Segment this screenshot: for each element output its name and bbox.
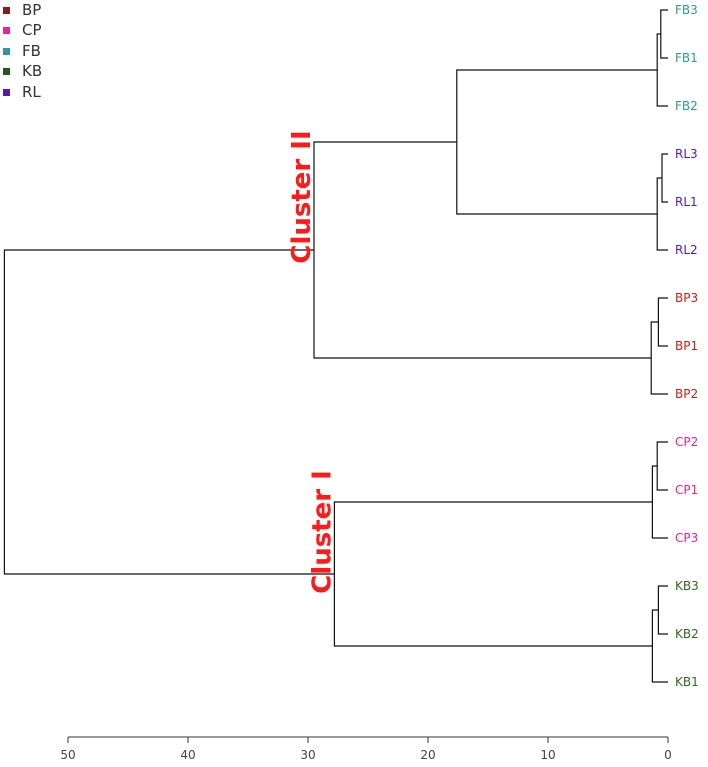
- x-tick-label: 40: [180, 748, 195, 762]
- leaf-label-fb2: FB2: [675, 99, 698, 113]
- legend-item-kb: KB: [3, 62, 42, 83]
- dendrogram-branch: [656, 441, 668, 491]
- legend-swatch-fb: [3, 47, 10, 55]
- dendrogram-branch: [657, 297, 668, 347]
- leaf-label-fb1: FB1: [675, 51, 698, 65]
- dendrogram-branch: [661, 153, 668, 203]
- leaf-label-kb2: KB2: [675, 627, 699, 641]
- legend-swatch-kb: [3, 68, 10, 76]
- dendrogram-branch: [456, 69, 658, 215]
- dendrogram-branch: [333, 501, 653, 647]
- cluster-label-i: Cluster I: [307, 470, 337, 594]
- legend-swatch-rl: [3, 88, 10, 96]
- x-tick-label: 30: [300, 748, 315, 762]
- legend-swatch-bp: [3, 6, 10, 14]
- leaf-labels: FB3FB1FB2RL3RL1RL2BP3BP1BP2CP2CP1CP3KB3K…: [675, 3, 699, 689]
- legend-label-cp: CP: [22, 21, 42, 40]
- dendrogram-branch: [650, 321, 668, 395]
- leaf-label-cp3: CP3: [675, 531, 698, 545]
- leaf-label-kb3: KB3: [675, 579, 699, 593]
- leaf-label-bp2: BP2: [675, 387, 698, 401]
- x-tick-label: 50: [60, 748, 75, 762]
- dendrogram-branch: [657, 585, 668, 635]
- legend-item-bp: BP: [3, 0, 42, 21]
- dendrogram-branch: [313, 141, 652, 359]
- dendrogram-branch: [651, 609, 668, 683]
- leaf-label-cp2: CP2: [675, 435, 698, 449]
- cluster-label-ii: Cluster II: [287, 130, 317, 263]
- leaf-label-rl1: RL1: [675, 195, 698, 209]
- legend: BP CP FB KB RL: [3, 0, 42, 103]
- legend-item-fb: FB: [3, 41, 42, 62]
- legend-label-kb: KB: [22, 62, 43, 81]
- x-tick-label: 20: [420, 748, 435, 762]
- dendrogram-branch: [651, 465, 668, 539]
- leaf-label-cp1: CP1: [675, 483, 698, 497]
- dendrogram-branch: [660, 9, 668, 59]
- legend-label-bp: BP: [22, 0, 42, 19]
- leaf-label-rl3: RL3: [675, 147, 698, 161]
- leaf-label-fb3: FB3: [675, 3, 698, 17]
- legend-item-rl: RL: [3, 82, 42, 103]
- legend-label-rl: RL: [22, 82, 41, 101]
- leaf-label-kb1: KB1: [675, 675, 699, 689]
- cluster-labels: Cluster II Cluster I: [287, 130, 337, 593]
- leaf-label-bp3: BP3: [675, 291, 698, 305]
- legend-label-fb: FB: [22, 41, 41, 60]
- dendrogram-branch: [656, 33, 668, 107]
- leaf-label-rl2: RL2: [675, 243, 698, 257]
- x-tick-label: 0: [664, 748, 672, 762]
- legend-item-cp: CP: [3, 21, 42, 42]
- x-axis: 50 40 30 20 10 0: [60, 736, 672, 762]
- dendrogram-branches: [3, 9, 668, 683]
- legend-swatch-cp: [3, 27, 10, 35]
- dendrogram-branch: [3, 249, 335, 575]
- leaf-label-bp1: BP1: [675, 339, 698, 353]
- x-tick-label: 10: [540, 748, 555, 762]
